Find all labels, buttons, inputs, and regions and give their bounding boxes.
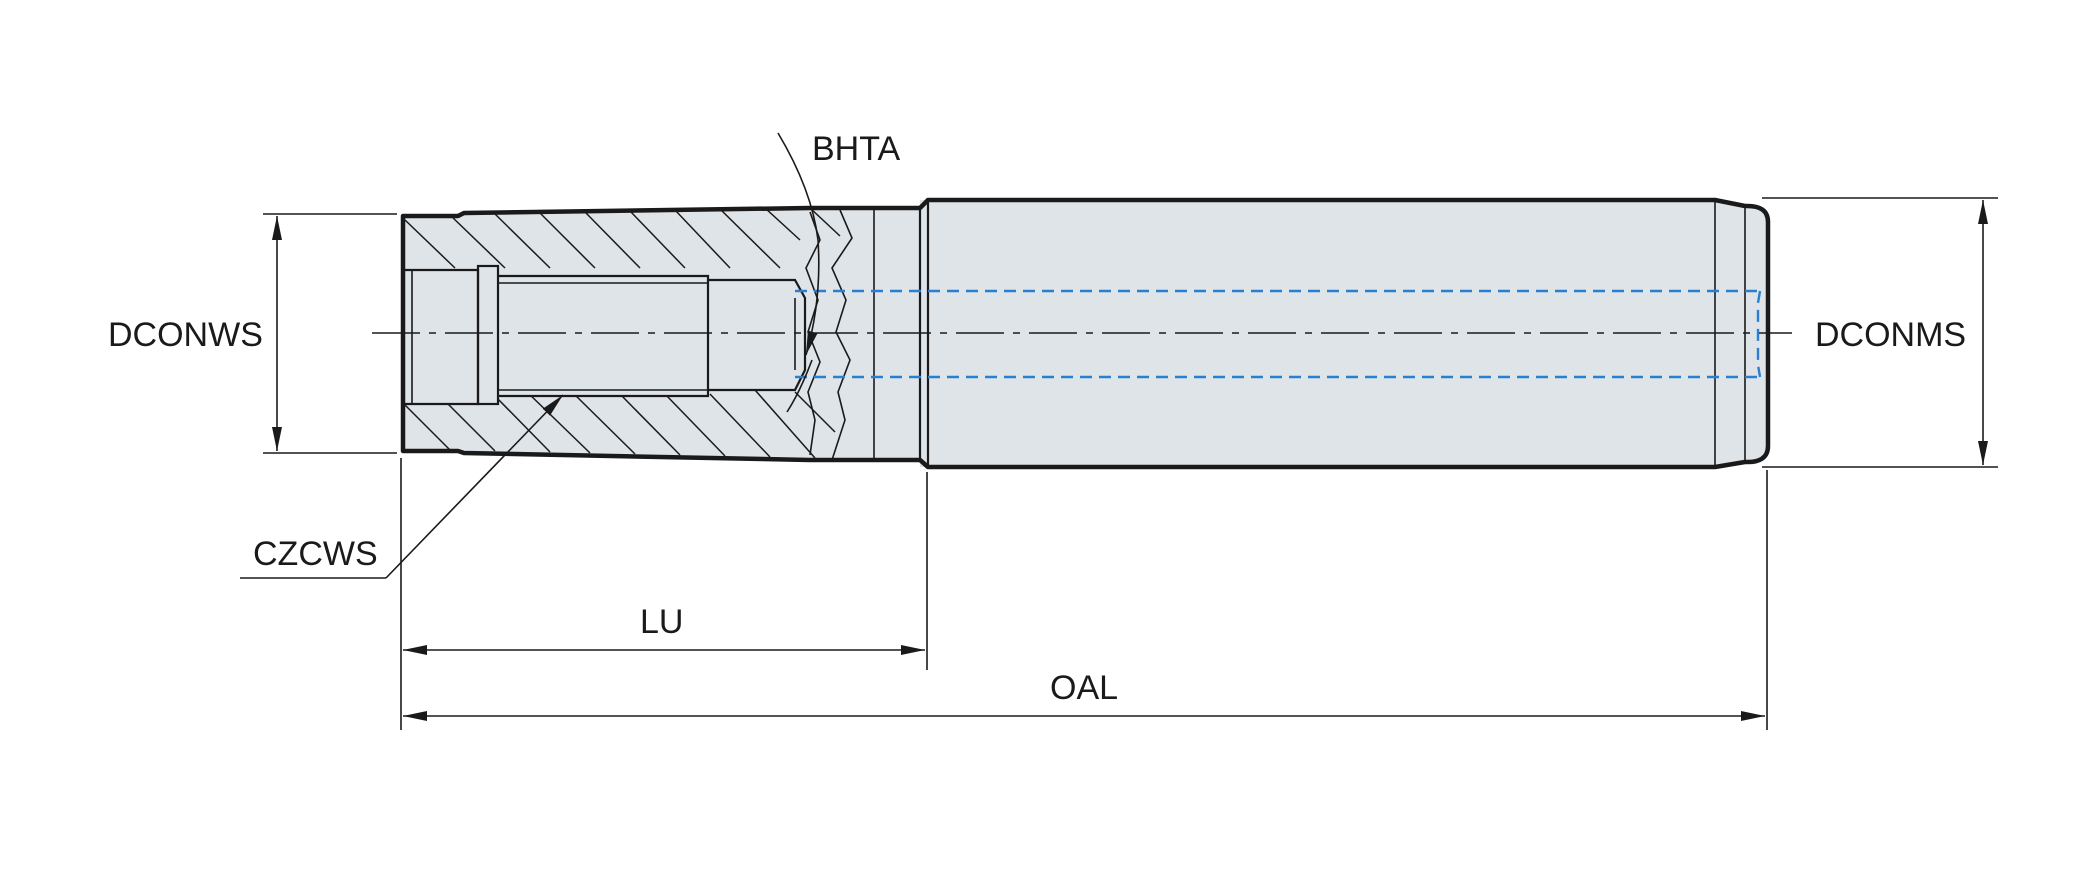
label-oal: OAL — [1050, 669, 1118, 707]
coolant-hole — [795, 289, 1762, 379]
label-czcws: CZCWS — [253, 535, 378, 573]
tool-outline — [400, 197, 1771, 470]
dim-oal: OAL — [403, 470, 1768, 730]
label-bhta: BHTA — [812, 130, 900, 168]
dim-czcws: CZCWS — [240, 394, 564, 579]
dim-dconws: DCONWS — [108, 213, 397, 454]
dim-lu: LU — [400, 458, 928, 730]
inner-bore — [405, 264, 807, 406]
dim-dconms: DCONMS — [1762, 197, 1998, 468]
label-dconms: DCONMS — [1815, 316, 1966, 354]
label-lu: LU — [640, 603, 683, 641]
label-dconws: DCONWS — [108, 316, 263, 354]
dim-bhta: BHTA — [777, 130, 900, 413]
section-hatching — [404, 208, 841, 459]
